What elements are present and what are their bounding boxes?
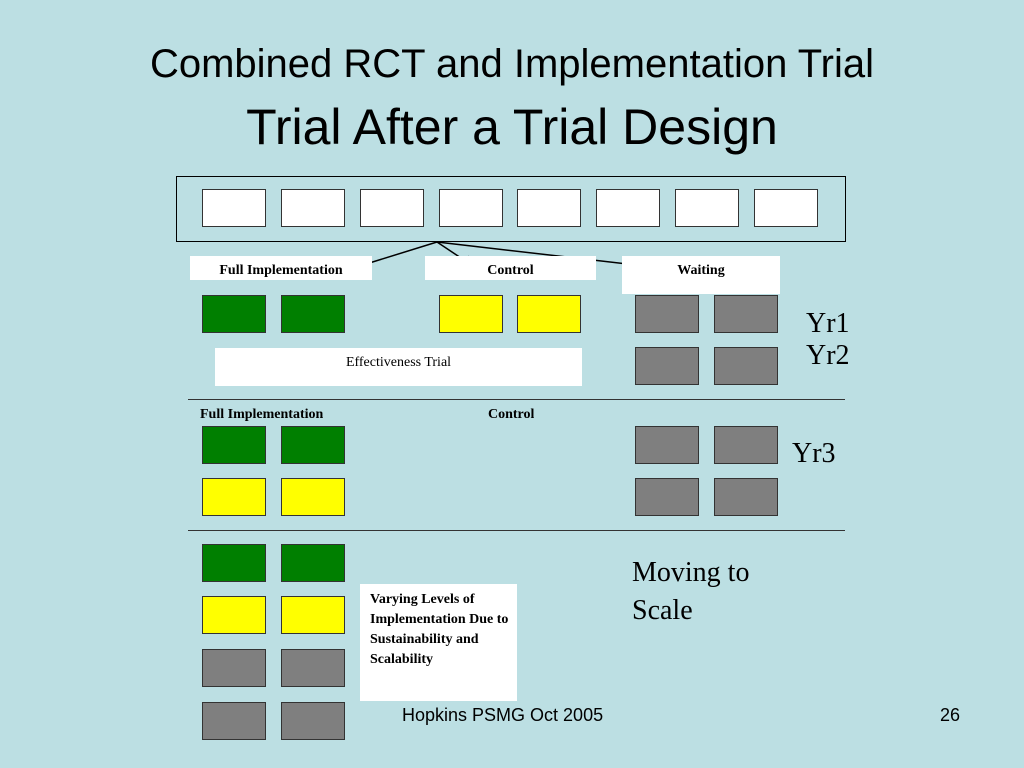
unassigned-unit — [360, 189, 424, 227]
waiting-unit — [635, 347, 699, 385]
waiting-unit — [281, 649, 345, 687]
control-unit — [517, 295, 581, 333]
full-implementation-unit — [202, 295, 266, 333]
full-implementation-unit — [202, 544, 266, 582]
year-label-yr2: Yr2 — [806, 340, 850, 366]
slide-subtitle: Trial After a Trial Design — [246, 99, 778, 155]
phase-divider — [188, 530, 845, 531]
label-full-implementation-phase2: Full Implementation — [200, 407, 324, 422]
waiting-unit — [202, 649, 266, 687]
full-implementation-unit — [202, 426, 266, 464]
unassigned-unit — [439, 189, 503, 227]
waiting-unit — [635, 295, 699, 333]
unassigned-unit — [754, 189, 818, 227]
unassigned-unit — [675, 189, 739, 227]
unassigned-unit — [596, 189, 660, 227]
waiting-unit — [281, 702, 345, 740]
slide-title: Combined RCT and Implementation Trial — [149, 42, 875, 86]
label-control-phase2: Control — [488, 407, 535, 422]
waiting-unit — [635, 426, 699, 464]
waiting-unit — [714, 347, 778, 385]
waiting-unit — [202, 702, 266, 740]
unassigned-unit — [202, 189, 266, 227]
unassigned-unit — [281, 189, 345, 227]
control-unit — [202, 596, 266, 634]
varying-levels-note: Varying Levels of Implementation Due to … — [360, 584, 517, 701]
unassigned-units-box — [176, 176, 846, 242]
full-implementation-unit — [281, 544, 345, 582]
waiting-unit — [635, 478, 699, 516]
unassigned-unit — [517, 189, 581, 227]
control-unit — [281, 478, 345, 516]
label-waiting: Waiting — [622, 256, 780, 294]
full-implementation-unit — [281, 426, 345, 464]
control-unit — [202, 478, 266, 516]
waiting-unit — [714, 478, 778, 516]
label-full-implementation: Full Implementation — [190, 256, 372, 280]
year-label-yr1: Yr1 — [806, 308, 850, 339]
label-control: Control — [425, 256, 596, 280]
control-unit — [281, 596, 345, 634]
waiting-unit — [714, 295, 778, 333]
phase-divider — [188, 399, 845, 400]
footer-text: Hopkins PSMG Oct 2005 — [402, 705, 604, 725]
year-label-yr3: Yr3 — [792, 438, 836, 469]
page-number: 26 — [940, 705, 961, 725]
control-unit — [439, 295, 503, 333]
waiting-unit — [714, 426, 778, 464]
effectiveness-trial-label: Effectiveness Trial — [215, 348, 582, 386]
full-implementation-unit — [281, 295, 345, 333]
moving-to-scale-label: Moving to Scale — [632, 557, 750, 626]
